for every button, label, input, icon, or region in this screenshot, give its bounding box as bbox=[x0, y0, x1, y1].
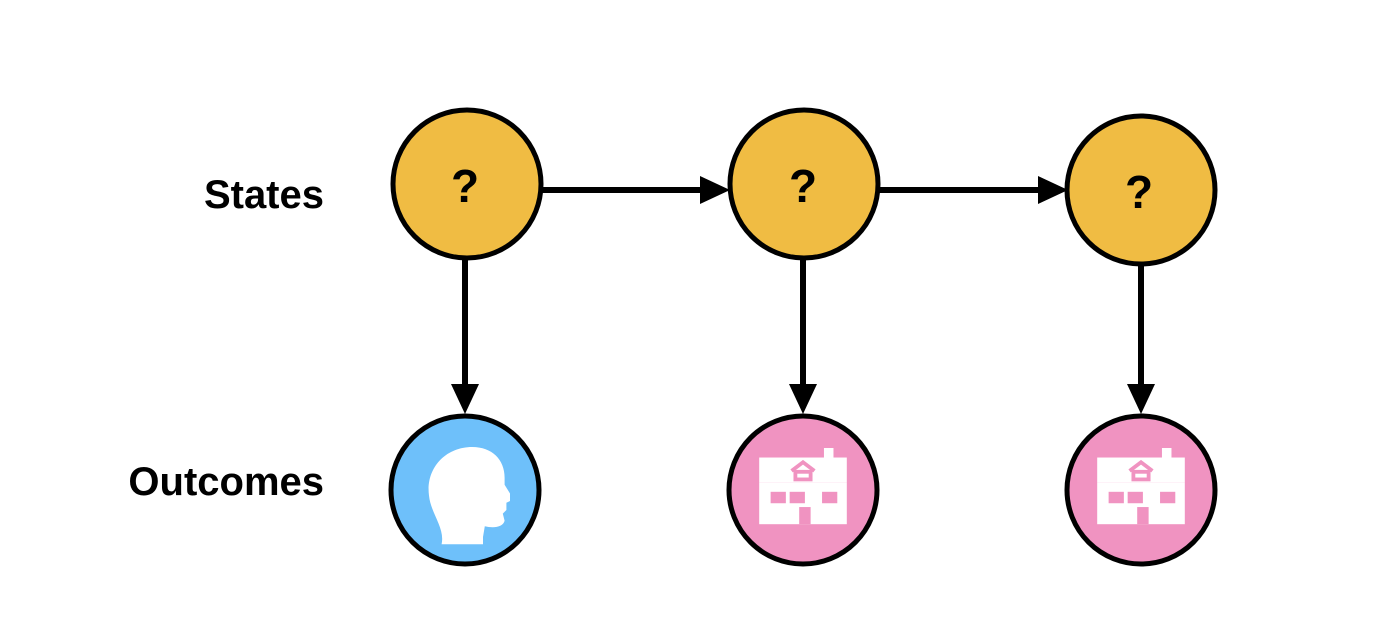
outcome-node bbox=[388, 413, 542, 567]
transition-arrow bbox=[878, 176, 1068, 204]
state-node: ? bbox=[390, 107, 544, 261]
house-icon bbox=[757, 448, 849, 527]
state-node: ? bbox=[1064, 113, 1218, 267]
state-node: ? bbox=[727, 107, 881, 261]
emission-arrow bbox=[789, 258, 817, 414]
state-circle bbox=[390, 107, 544, 261]
unknown-state-label: ? bbox=[1125, 166, 1153, 218]
state-circle bbox=[727, 107, 881, 261]
outcomes-row-label: Outcomes bbox=[128, 460, 324, 504]
emission-arrow bbox=[1127, 264, 1155, 414]
house-icon bbox=[1095, 448, 1187, 527]
emission-arrow bbox=[451, 258, 479, 414]
unknown-state-label: ? bbox=[789, 160, 817, 212]
transition-arrow bbox=[540, 176, 730, 204]
outcome-node bbox=[726, 413, 880, 567]
states-row-label: States bbox=[204, 173, 324, 217]
outcome-node bbox=[1064, 413, 1218, 567]
state-circle bbox=[1064, 113, 1218, 267]
unknown-state-label: ? bbox=[451, 160, 479, 212]
